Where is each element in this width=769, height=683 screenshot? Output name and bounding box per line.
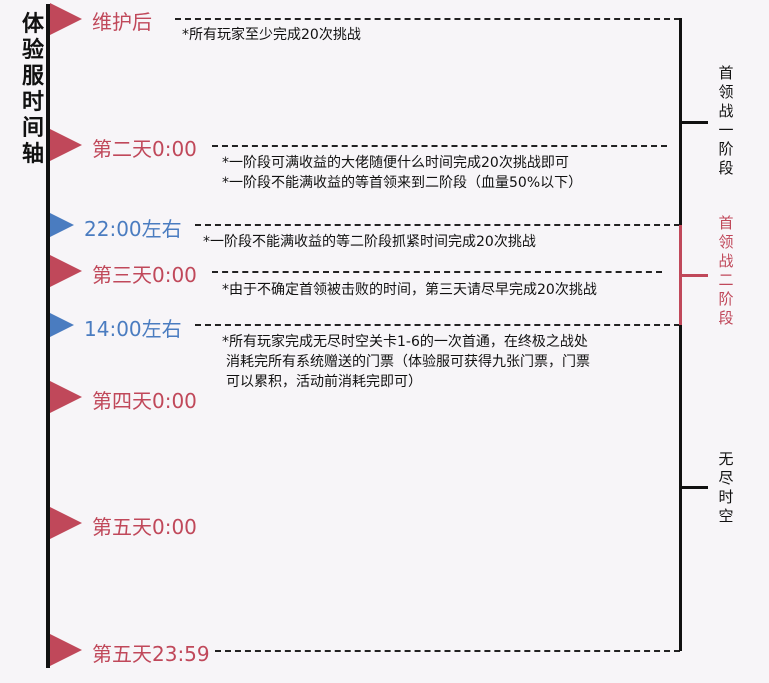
- flag-icon: [50, 3, 82, 35]
- phase-label: 首领战一阶段: [718, 64, 734, 177]
- event-label: 第五天0:00: [92, 515, 197, 539]
- flag-icon: [50, 381, 82, 413]
- event-label: 22:00左右: [84, 217, 182, 241]
- note: *一阶段不能满收益的等首领来到二阶段（血量50%以下）: [222, 175, 583, 191]
- flag-icon: [50, 255, 82, 287]
- note: *所有玩家完成无尽时空关卡1-6的一次首通，在终极之战处: [222, 334, 588, 350]
- flag-icon: [50, 313, 74, 337]
- phase-bracket-tick: [680, 486, 708, 489]
- note: *所有玩家至少完成20次挑战: [182, 27, 361, 43]
- note: *一阶段不能满收益的等二阶段抓紧时间完成20次挑战: [203, 234, 536, 250]
- event-label: 第二天0:00: [92, 137, 197, 161]
- flag-icon: [50, 129, 82, 161]
- event-label: 维护后: [92, 10, 152, 34]
- phase-label: 无尽时空: [718, 450, 734, 525]
- dashed-divider: [195, 324, 680, 326]
- dashed-divider: [212, 145, 667, 147]
- flag-icon: [50, 507, 82, 539]
- phase-label: 首领战二阶段: [718, 214, 734, 327]
- event-label: 14:00左右: [84, 317, 182, 341]
- event-label: 第四天0:00: [92, 389, 197, 413]
- phase-bracket-tick: [680, 274, 708, 277]
- phase-bracket-tick: [680, 121, 708, 124]
- note: *一阶段可满收益的大佬随便什么时间完成20次挑战即可: [222, 155, 569, 171]
- flag-icon: [50, 213, 74, 237]
- timeline-axis: [46, 4, 50, 668]
- dashed-divider: [215, 650, 680, 652]
- note: 消耗完所有系统赠送的门票（体验服可获得九张门票，门票: [226, 354, 590, 370]
- dashed-divider: [212, 271, 662, 273]
- note: *由于不确定首领被击败的时间，第三天请尽早完成20次挑战: [222, 282, 597, 298]
- dashed-divider: [195, 224, 680, 226]
- note: 可以累积，活动前消耗完即可）: [226, 374, 422, 390]
- page-title: 体验服时间轴: [21, 12, 44, 167]
- dashed-divider: [175, 18, 680, 20]
- event-label: 第三天0:00: [92, 263, 197, 287]
- flag-icon: [50, 634, 82, 666]
- event-label: 第五天23:59: [92, 642, 210, 666]
